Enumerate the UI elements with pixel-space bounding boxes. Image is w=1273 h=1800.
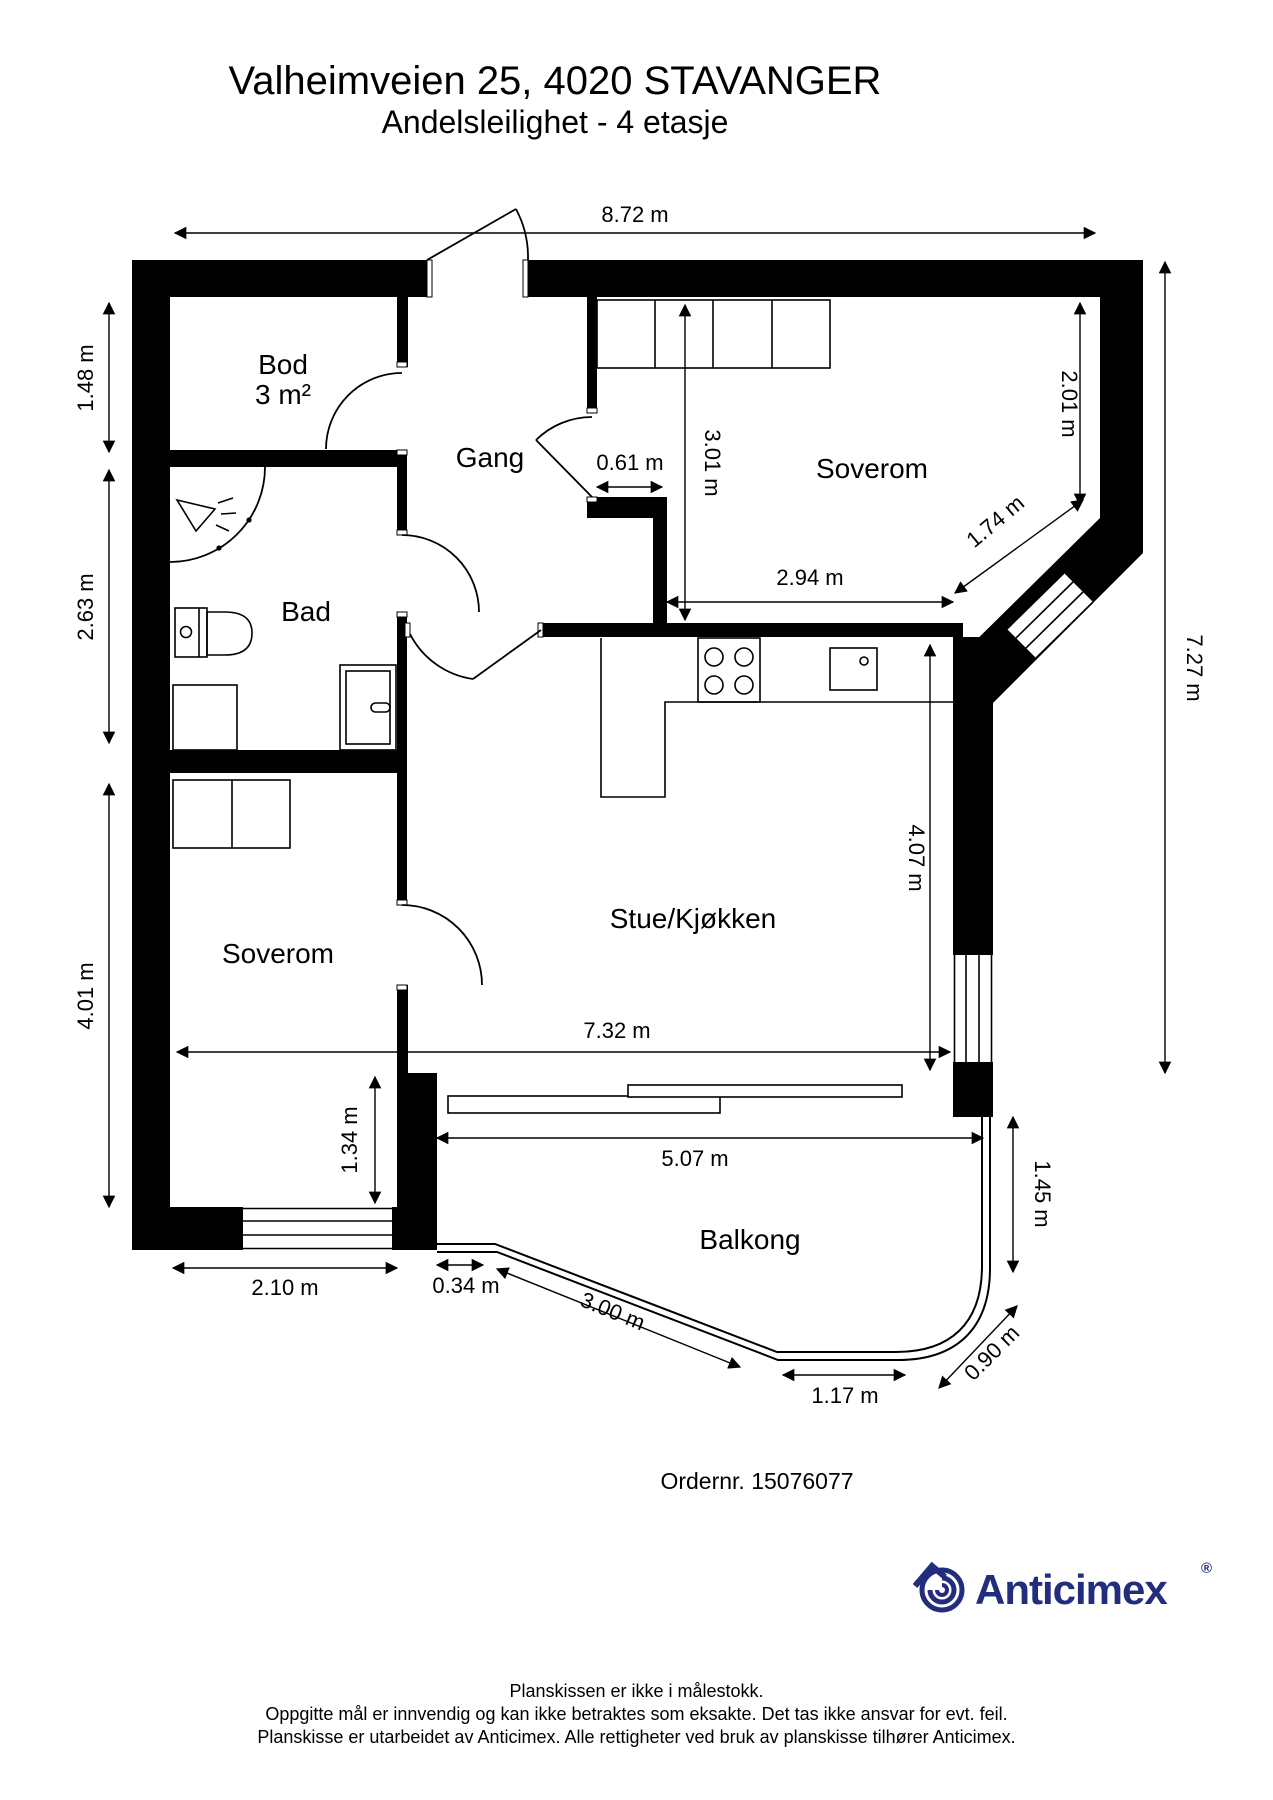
wardrobe-soverom1 [596, 299, 831, 369]
dim-balcony-offset: 0.34 m [432, 1258, 500, 1298]
kitchen-counter [600, 638, 953, 798]
room-label-soverom1: Soverom [816, 453, 928, 484]
balcony-sliding-door [447, 1084, 903, 1114]
disclaimer-line2: Oppgitte mål er innvendig og kan ikke be… [265, 1703, 1008, 1724]
svg-text:0.90 m: 0.90 m [959, 1320, 1024, 1385]
dim-balcony-width: 5.07 m [435, 1131, 985, 1171]
svg-text:4.07 m: 4.07 m [904, 824, 929, 891]
dim-stue-height: 4.07 m [904, 643, 937, 1072]
subtitle: Andelsleilighet - 4 etasje [381, 104, 729, 140]
bod-door-arc [325, 372, 403, 450]
svg-text:1.74 m: 1.74 m [961, 490, 1029, 552]
dim-soverom2-width: 2.10 m [171, 1261, 399, 1300]
svg-text:0.61 m: 0.61 m [596, 450, 663, 475]
disclaimer-line1: Planskissen er ikke i målestokk. [509, 1681, 764, 1701]
shower-head-icon [175, 498, 217, 533]
entrance-door-arc [426, 208, 529, 261]
disclaimer: Planskissen er ikke i målestokk. Oppgitt… [0, 1680, 1273, 1749]
order-number: Ordernr. 15076077 [0, 1468, 1273, 1495]
room-label-bod: Bod [258, 349, 308, 380]
order-number-text: Ordernr. 15076077 [660, 1468, 854, 1494]
svg-text:4.01 m: 4.01 m [73, 962, 98, 1029]
dim-bad-height: 2.63 m [73, 468, 116, 745]
dim-overall-height: 7.27 m [1158, 260, 1207, 1075]
stue-door-arc [409, 629, 542, 680]
svg-text:1.17 m: 1.17 m [811, 1383, 878, 1408]
dim-bod-height: 1.48 m [73, 301, 116, 454]
room-area-bod: 3 m² [255, 379, 311, 410]
anticimex-wordmark: Anticimex [975, 1566, 1168, 1613]
svg-text:1.48 m: 1.48 m [73, 344, 98, 411]
svg-text:2.63 m: 2.63 m [73, 573, 98, 640]
svg-text:2.01 m: 2.01 m [1057, 370, 1082, 437]
page-title: Valheimveien 25, 4020 STAVANGER Andelsle… [0, 58, 1110, 141]
address-title: Valheimveien 25, 4020 STAVANGER [228, 59, 882, 103]
svg-text:8.72 m: 8.72 m [601, 202, 668, 227]
svg-text:1.45 m: 1.45 m [1030, 1160, 1055, 1227]
svg-text:1.34 m: 1.34 m [337, 1106, 362, 1173]
registered-mark: ® [1201, 1560, 1213, 1577]
soverom2-door-arc [401, 904, 483, 986]
room-label-soverom2: Soverom [222, 938, 334, 969]
svg-text:5.07 m: 5.07 m [661, 1146, 728, 1171]
room-label-stue: Stue/Kjøkken [610, 903, 777, 934]
soverom1-door-arc [535, 416, 593, 498]
dim-soverom2-height: 4.01 m [73, 782, 116, 1209]
svg-text:2.94 m: 2.94 m [776, 565, 843, 590]
bathroom-door-leaf [339, 664, 397, 751]
kitchen-sink [829, 647, 878, 691]
toilet [174, 607, 253, 658]
interior-walls [170, 297, 963, 1250]
wardrobe-soverom2 [172, 779, 291, 849]
svg-text:2.10 m: 2.10 m [251, 1275, 318, 1300]
room-label-gang: Gang [456, 442, 525, 473]
dim-balcony-height: 1.45 m [1006, 1115, 1055, 1274]
shower [169, 466, 266, 563]
bad-door-arc [401, 534, 480, 613]
room-label-balkong: Balkong [699, 1224, 800, 1255]
dim-window-offset: 1.34 m [337, 1075, 382, 1205]
disclaimer-line3: Planskisse er utarbeidet av Anticimex. A… [257, 1726, 1016, 1747]
dim-balcony-bottom: 1.17 m [781, 1368, 907, 1408]
svg-text:3.00 m: 3.00 m [577, 1287, 649, 1335]
stove [697, 637, 761, 703]
washing-machine [172, 684, 238, 751]
dim-soverom1-right: 2.01 m [1057, 301, 1087, 507]
anticimex-logo-icon [912, 1561, 965, 1613]
svg-text:0.34 m: 0.34 m [432, 1273, 499, 1298]
svg-text:7.32 m: 7.32 m [583, 1018, 650, 1043]
dim-gang-step: 0.61 m [595, 450, 664, 494]
dim-balcony-edge: 3.00 m [495, 1267, 742, 1369]
svg-text:7.27 m: 7.27 m [1182, 634, 1207, 701]
dim-stue-width: 7.32 m [175, 1018, 952, 1059]
dim-soverom1-width: 2.94 m [665, 565, 955, 609]
dim-overall-width: 8.72 m [173, 202, 1097, 240]
dim-soverom1-height: 3.01 m [678, 303, 725, 622]
window-soverom2 [243, 1207, 392, 1250]
anticimex-logo: Anticimex ® [905, 1560, 1235, 1620]
window-stue-right [953, 955, 993, 1062]
room-label-bad: Bad [281, 596, 331, 627]
svg-text:3.01 m: 3.01 m [700, 429, 725, 496]
entrance-opening [426, 258, 529, 299]
